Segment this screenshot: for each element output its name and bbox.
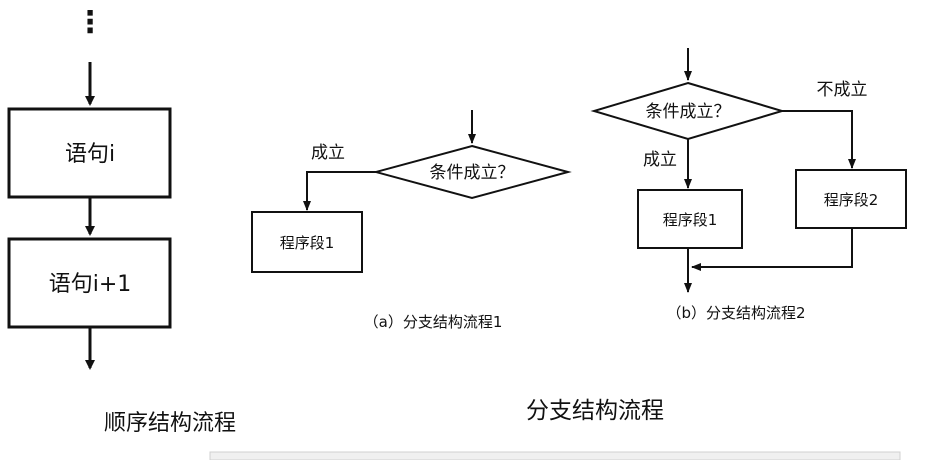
branch-title: 分支结构流程 [526, 398, 664, 424]
bottom-scrollbar[interactable] [209, 451, 901, 460]
branch2-block2-box [795, 169, 907, 229]
branch2-block1-box [637, 189, 743, 249]
branch2-false-connector [782, 110, 856, 169]
sequence-statement-i-label: 语句i [65, 142, 115, 167]
branch1-block-label: 程序段1 [280, 234, 335, 252]
sequence-statement-i1-box [7, 237, 172, 329]
sequence-title: 顺序结构流程 [104, 411, 236, 436]
branch1-true-connector [303, 171, 376, 211]
branch1-condition-label: 条件成立？ [430, 163, 515, 183]
branch1-caption: （a）分支结构流程1 [364, 313, 503, 331]
branch2-merge-connector [691, 228, 853, 271]
branch2-block1-label: 程序段1 [663, 211, 718, 229]
branch2-false-label: 不成立 [817, 80, 868, 100]
branch-flow-1: 条件成立？ 成立 程序段1 （a）分支结构流程1 [251, 110, 572, 331]
branch2-caption: （b）分支结构流程2 [666, 304, 805, 322]
branch1-condition-diamond [372, 144, 572, 200]
branch2-condition-label: 条件成立？ [646, 102, 731, 122]
sequence-flow: ⋮ 语句i 语句i+1 顺序结构流程 [7, 5, 236, 436]
branch2-block2-label: 程序段2 [824, 191, 879, 209]
branch1-true-label: 成立 [311, 143, 345, 163]
sequence-ellipsis: ⋮ [75, 5, 105, 40]
branch-flow-2: 条件成立？ 成立 不成立 程序段1 程序段2 （b）分支结构流程2 [590, 48, 907, 322]
branch1-block-box [251, 211, 363, 273]
branch2-true-label: 成立 [643, 150, 677, 170]
sequence-statement-i1-label: 语句i+1 [49, 272, 132, 297]
